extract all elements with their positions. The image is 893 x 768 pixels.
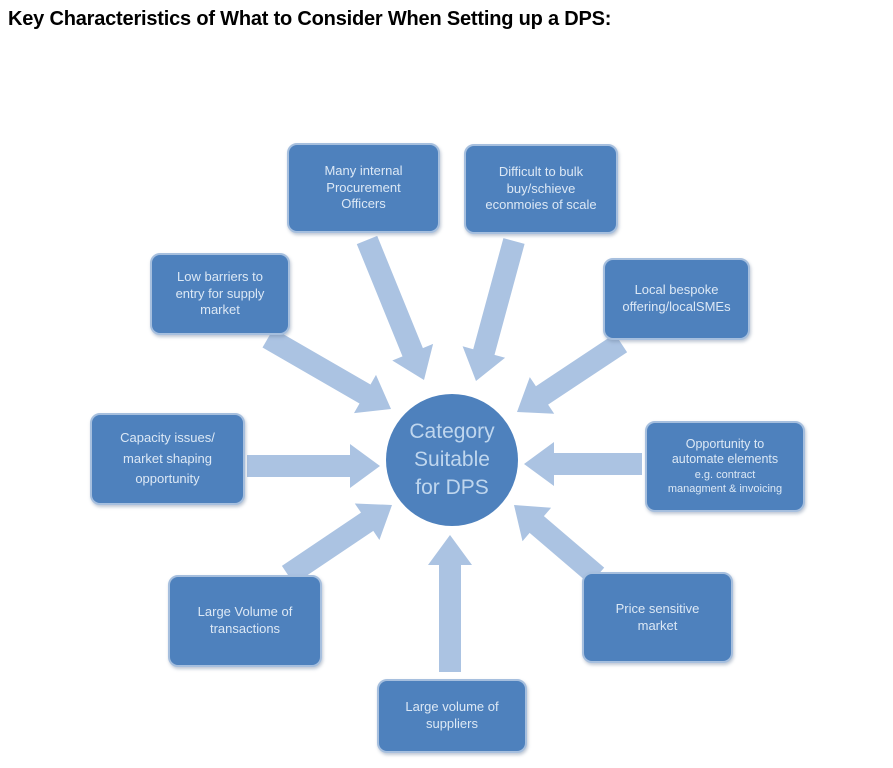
arrow-from-local-bespoke [517, 333, 628, 414]
node-label: Local bespoke offering/localSMEs [622, 282, 731, 314]
node-price-sensitive-market: Price sensitive market [582, 572, 733, 663]
arrow-from-large-volume-transactions [281, 503, 392, 585]
node-opportunity-to-automate: Opportunity to automate elements e.g. co… [645, 421, 805, 512]
arrow-from-many-internal [356, 235, 434, 380]
arrow-from-opportunity-automate [524, 442, 642, 486]
node-local-bespoke-offering: Local bespoke offering/localSMEs [603, 258, 750, 340]
node-low-barriers-to-entry: Low barriers to entry for supply market [150, 253, 290, 335]
node-sublabel: e.g. contract managment & invoicing [667, 468, 783, 495]
arrow-from-difficult-bulk [462, 238, 525, 381]
page-title: Key Characteristics of What to Consider … [8, 8, 612, 30]
node-label: Capacity issues/ market shaping opportun… [120, 429, 215, 487]
arrow-from-price-sensitive [514, 505, 605, 585]
center-label: Category Suitable for DPS [409, 420, 495, 499]
node-label: Opportunity to automate elements [671, 436, 779, 467]
node-difficult-to-bulk-buy: Difficult to bulk buy/schieve econmoies … [464, 144, 618, 234]
center-circle-category-suitable-for-dps: Category Suitable for DPS [386, 394, 518, 526]
node-label: Large Volume of transactions [197, 604, 293, 636]
node-many-internal-procurement-officers: Many internal Procurement Officers [287, 143, 440, 233]
node-label: Low barriers to entry for supply market [175, 268, 265, 318]
node-label: Price sensitive market [615, 600, 700, 633]
node-capacity-issues: Capacity issues/ market shaping opportun… [90, 413, 245, 505]
arrow-from-capacity-issues [247, 444, 380, 488]
node-label: Difficult to bulk buy/schieve econmoies … [485, 163, 597, 213]
arrow-from-large-volume-suppliers [428, 535, 472, 672]
node-label: Large volume of suppliers [405, 699, 499, 731]
node-large-volume-of-transactions: Large Volume of transactions [168, 575, 322, 667]
node-large-volume-of-suppliers: Large volume of suppliers [377, 679, 527, 753]
node-label: Many internal Procurement Officers [324, 162, 403, 212]
arrow-from-low-barriers [262, 328, 391, 414]
